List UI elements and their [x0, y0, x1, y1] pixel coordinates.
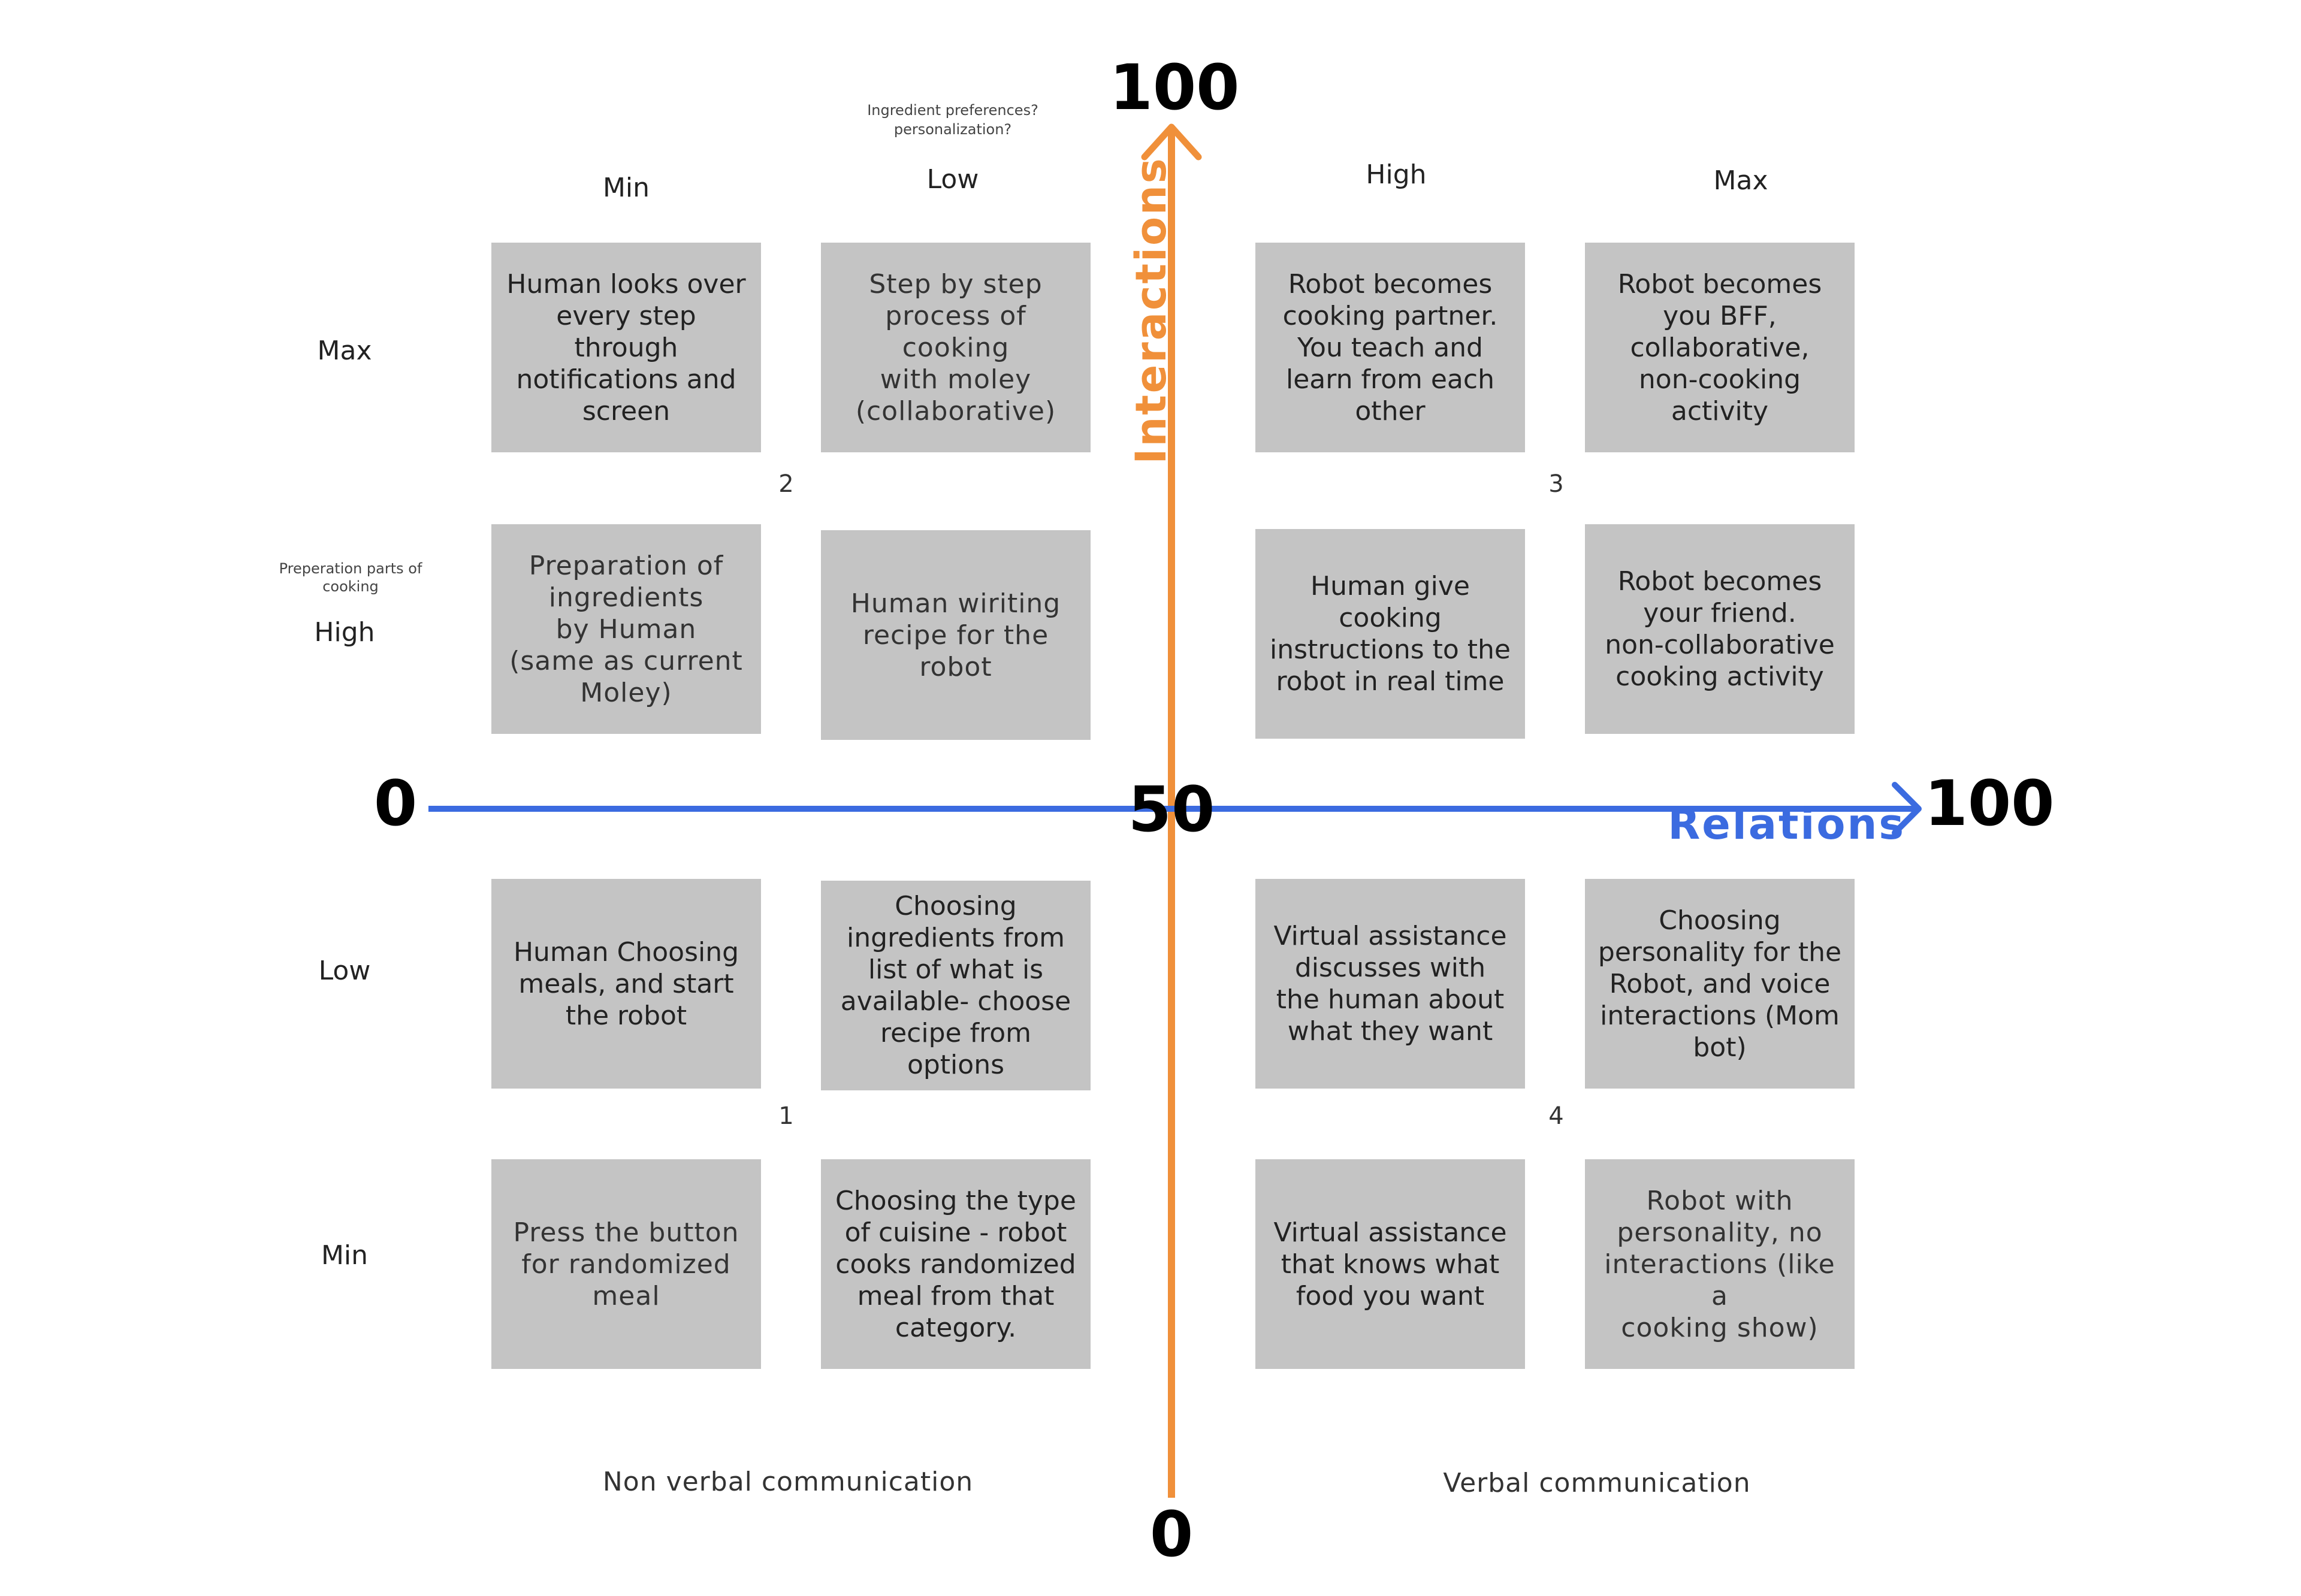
quadrant-number-1: 1	[778, 1102, 794, 1130]
row-header-max: Max	[317, 335, 372, 366]
column-header-min: Min	[602, 173, 650, 203]
x-axis-max-label: 100	[1924, 767, 2055, 840]
idea-card: Choosing personality for the Robot, and …	[1585, 879, 1855, 1089]
x-axis-min-label: 0	[373, 767, 418, 840]
preparation-parts-note: Preperation parts of cooking	[279, 560, 422, 595]
interactions-axis-arrowhead	[1141, 123, 1202, 161]
quadrant-number-3: 3	[1548, 470, 1564, 498]
idea-card: Robot becomes cooking partner. You teach…	[1255, 243, 1525, 452]
row-header-high: High	[314, 617, 375, 648]
column-header-low: Low	[926, 164, 979, 195]
row-header-low: Low	[318, 956, 371, 986]
column-header-max: Max	[1713, 165, 1768, 196]
idea-card: Robot becomes your friend. non-collabora…	[1585, 524, 1855, 734]
idea-card-text: Virtual assistance discusses with the hu…	[1273, 921, 1507, 1047]
relations-axis-title: Relations	[1668, 800, 1906, 849]
idea-card: Virtual assistance discusses with the hu…	[1255, 879, 1525, 1089]
quadrant-number-4: 4	[1548, 1102, 1564, 1130]
idea-card-text: Robot becomes you BFF, collaborative, no…	[1617, 268, 1822, 427]
idea-card: Virtual assistance that knows what food …	[1255, 1159, 1525, 1369]
idea-card: Preparation of ingredients by Human (sam…	[491, 524, 761, 734]
idea-card: Step by step process of cooking with mol…	[821, 243, 1091, 452]
idea-card-text: Robot with personality, no interactions …	[1604, 1185, 1835, 1343]
idea-card: Human Choosing meals, and start the robo…	[491, 879, 761, 1089]
quadrant-number-2: 2	[778, 470, 794, 498]
idea-card-text: Human wiriting recipe for the robot	[850, 588, 1061, 682]
relations-axis-arrowhead	[1892, 782, 1922, 836]
idea-card: Robot becomes you BFF, collaborative, no…	[1585, 243, 1855, 452]
idea-card-text: Human looks over every step through noti…	[506, 268, 746, 427]
idea-card: Choosing ingredients from list of what i…	[821, 881, 1091, 1090]
idea-card-text: Robot becomes your friend. non-collabora…	[1605, 566, 1835, 692]
idea-card: Human looks over every step through noti…	[491, 243, 761, 452]
idea-card: Robot with personality, no interactions …	[1585, 1159, 1855, 1369]
idea-card-text: Robot becomes cooking partner. You teach…	[1282, 268, 1498, 427]
interactions-axis-title: Interactions	[1127, 156, 1176, 464]
row-header-min: Min	[321, 1240, 369, 1271]
idea-card: Choosing the type of cuisine - robot coo…	[821, 1159, 1091, 1369]
column-header-high: High	[1366, 159, 1427, 190]
idea-card: Human wiriting recipe for the robot	[821, 530, 1091, 740]
center-label: 50	[1128, 773, 1215, 846]
ingredient-preferences-note: Ingredient preferences? personalization?	[867, 102, 1038, 138]
idea-card-text: Preparation of ingredients by Human (sam…	[509, 550, 743, 708]
idea-card-text: Choosing the type of cuisine - robot coo…	[835, 1185, 1076, 1343]
y-axis-min-label: 0	[1149, 1498, 1194, 1571]
idea-card: Press the button for randomized meal	[491, 1159, 761, 1369]
idea-card-text: Press the button for randomized meal	[513, 1217, 739, 1311]
idea-card-text: Virtual assistance that knows what food …	[1273, 1217, 1507, 1311]
idea-card: Human give cooking instructions to the r…	[1255, 529, 1525, 739]
idea-card-text: Step by step process of cooking with mol…	[855, 268, 1056, 427]
verbal-communication-label: Verbal communication	[1443, 1468, 1751, 1498]
idea-card-text: Human Choosing meals, and start the robo…	[513, 936, 739, 1031]
idea-card-text: Choosing ingredients from list of what i…	[840, 891, 1071, 1080]
idea-card-text: Choosing personality for the Robot, and …	[1598, 905, 1842, 1063]
non-verbal-communication-label: Non verbal communication	[602, 1467, 974, 1497]
idea-card-text: Human give cooking instructions to the r…	[1269, 571, 1511, 697]
y-axis-max-label: 100	[1109, 51, 1240, 124]
